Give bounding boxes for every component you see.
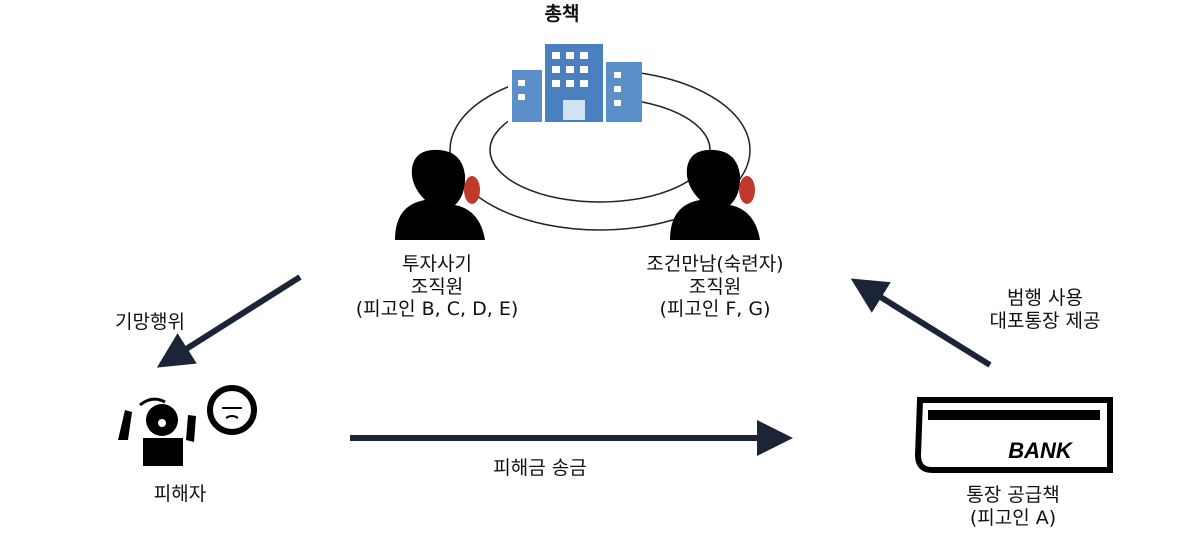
transfer-label: 피해금 송금 xyxy=(493,457,587,479)
distressed-person-icon xyxy=(118,385,257,466)
supplier-line1: 통장 공급책 xyxy=(966,484,1060,506)
left-group-line3: (피고인 B, C, D, E) xyxy=(355,298,519,320)
right-group-line3: (피고인 F, G) xyxy=(659,298,771,320)
office-building-icon xyxy=(508,44,642,123)
left-group-line1: 투자사기 xyxy=(402,253,472,275)
right-group-line1: 조건만남(숙련자) xyxy=(646,253,784,275)
arrows xyxy=(156,274,992,456)
provide-label-line2: 대포통장 제공 xyxy=(989,310,1101,332)
victim-label: 피해자 xyxy=(153,483,207,505)
supplier-line2: (피고인 A) xyxy=(969,507,1057,529)
provide-arrow xyxy=(850,278,992,368)
deception-label: 기망행위 xyxy=(115,311,185,333)
provide-label-line1: 범행 사용 xyxy=(1007,287,1083,309)
bank-text: BANK xyxy=(1008,438,1074,463)
boss-label: 총책 xyxy=(544,3,580,25)
deception-arrow xyxy=(156,274,302,368)
person-phone-icon-left xyxy=(395,149,485,240)
person-phone-icon-right xyxy=(670,149,760,240)
bankbook-icon: BANK xyxy=(914,397,1113,473)
left-group-line2: 조직원 xyxy=(410,276,464,298)
right-group-line2: 조직원 xyxy=(688,276,742,298)
